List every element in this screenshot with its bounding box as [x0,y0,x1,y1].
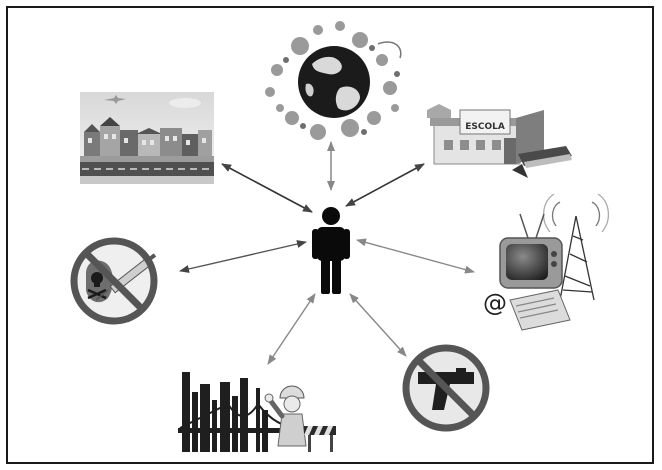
tv-icon [499,213,563,289]
arrow-to-no-drugs [179,240,307,273]
infrastructure-construction-icon [178,372,336,452]
arrow-to-infrastructure [267,293,316,365]
person-icon [312,207,350,294]
no-drugs-icon [70,237,158,325]
arrow-to-city [221,163,313,213]
school-sign-text: ESCOLA [465,122,505,132]
at-symbol: @ [483,289,507,317]
road-barrier-icon [304,426,336,452]
media-tv-antenna-icon: @ [483,193,609,331]
antenna-tower-icon [543,193,609,301]
globe-icon [265,21,402,140]
school-building-icon: ESCOLA [427,104,572,178]
arrow-to-media [356,238,475,274]
newspaper-icon [509,289,571,331]
worker-icon [264,385,307,447]
arrow-to-school [345,163,425,207]
connector-arrows [179,141,475,365]
arrow-to-no-weapons [349,293,407,357]
no-weapons-icon [402,344,490,432]
skyline-bridge-icon [182,372,268,452]
city-town-icon [80,92,214,184]
